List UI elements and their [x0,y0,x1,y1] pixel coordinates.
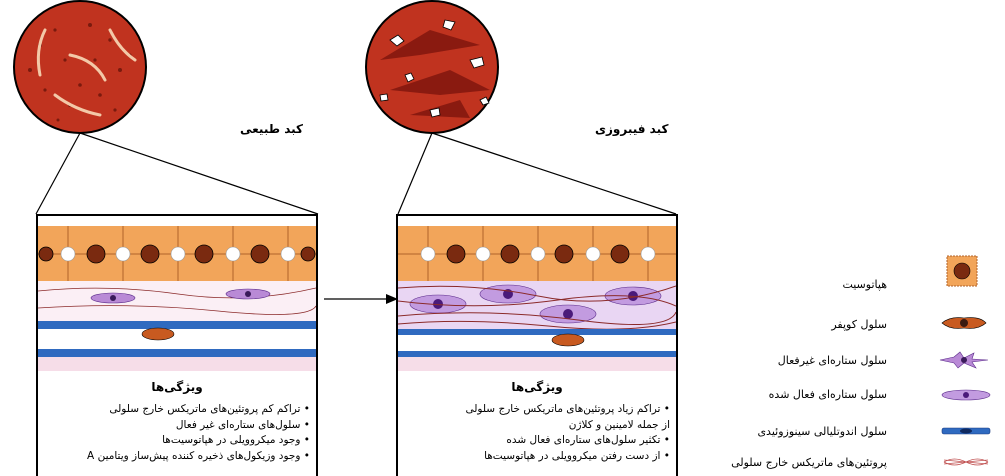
legend-label-endothelial: سلول اندوتلیالی سینوزوئیدی [687,425,887,438]
legend-label-activated-stellate: سلول ستاره‌ای فعال شده [687,388,887,401]
normal-feature-item: • وجود وزیکول‌های ذخیره کننده پیش‌ساز وی… [42,449,310,465]
activated-stellate-cell-icon [940,388,992,402]
normal-features-list: • تراکم کم پروتئین‌های ماتریکس خارج سلول… [42,402,310,464]
normal-features-title: ویژگی‌ها [38,380,316,394]
legend: هپاتوسیت سلول کوپفر سلول ستاره‌ای غیرفعا… [700,240,1005,474]
fibrotic-feature-item: • تراکم زیاد پروتئین‌های ماتریکس خارج سل… [402,402,670,418]
normal-tissue-illustration [38,216,316,371]
fibrotic-liver-panel: ویژگی‌ها • تراکم زیاد پروتئین‌های ماتریک… [396,214,678,476]
normal-liver-panel: ویژگی‌ها • تراکم کم پروتئین‌های ماتریکس … [36,214,318,476]
progression-arrow [320,292,400,306]
ecm-protein-icon [942,456,990,468]
zoom-lines [0,0,700,220]
fibrotic-tissue-illustration [398,216,676,371]
normal-feature-item: • وجود میکروویلی در هپاتوسیت‌ها [42,433,310,449]
normal-feature-item: • تراکم کم پروتئین‌های ماتریکس خارج سلول… [42,402,310,418]
fibrotic-feature-item: • از دست رفتن میکروویلی در هپاتوسیت‌ها [402,449,670,465]
legend-label-kupffer: سلول کوپفر [687,318,887,331]
fibrotic-feature-item: از جمله لامینین و کلاژن [402,418,670,434]
legend-label-ecm: پروتئین‌های ماتریکس خارج سلولی [687,456,887,469]
fibrotic-features-list: • تراکم زیاد پروتئین‌های ماتریکس خارج سل… [402,402,670,464]
endothelial-cell-icon [940,426,992,436]
legend-label-quiescent-stellate: سلول ستاره‌ای غیرفعال [687,354,887,367]
legend-label-hepatocyte: هپاتوسیت [687,278,887,291]
quiescent-stellate-cell-icon [938,350,990,370]
kupffer-cell-icon [940,314,988,332]
hepatocyte-icon [945,254,979,288]
normal-feature-item: • سلول‌های ستاره‌ای غیر فعال [42,418,310,434]
fibrotic-feature-item: • تکثیر سلول‌های ستاره‌ای فعال شده [402,433,670,449]
fibrotic-features-title: ویژگی‌ها [398,380,676,394]
